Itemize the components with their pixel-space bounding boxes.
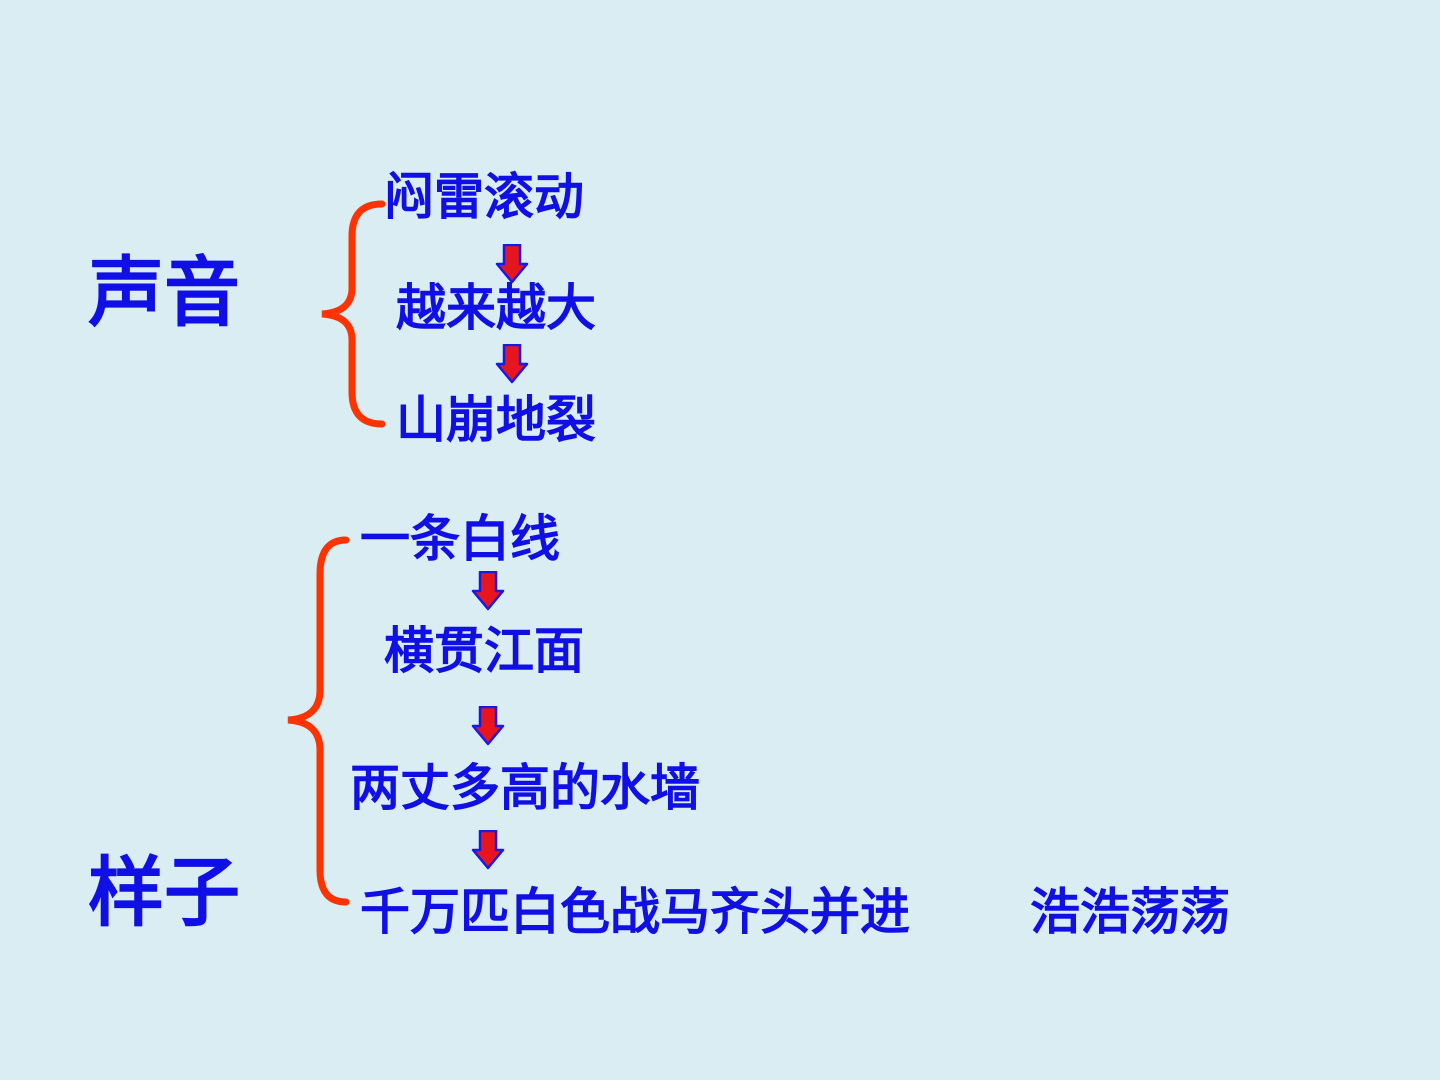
down-arrow-icon: [471, 706, 505, 746]
sound-step-1: 闷雷滚动: [384, 168, 584, 226]
down-arrow-icon: [495, 344, 529, 384]
shape-step-3: 两丈多高的水墙: [350, 759, 700, 817]
sound-brace: [321, 200, 386, 428]
down-arrow-icon: [471, 830, 505, 870]
shape-label: 样子: [88, 848, 240, 937]
shape-step-2: 横贯江面: [384, 622, 584, 680]
sound-step-2: 越来越大: [396, 279, 596, 337]
shape-step-4: 千万匹白色战马齐头并进: [360, 883, 910, 941]
shape-brace: [287, 536, 350, 906]
down-arrow-icon: [471, 571, 505, 611]
shape-step-1: 一条白线: [360, 510, 560, 568]
down-arrow-icon: [495, 244, 529, 284]
shape-extra: 浩浩荡荡: [1030, 883, 1230, 941]
sound-label: 声音: [88, 248, 240, 337]
sound-step-3: 山崩地裂: [396, 391, 596, 449]
